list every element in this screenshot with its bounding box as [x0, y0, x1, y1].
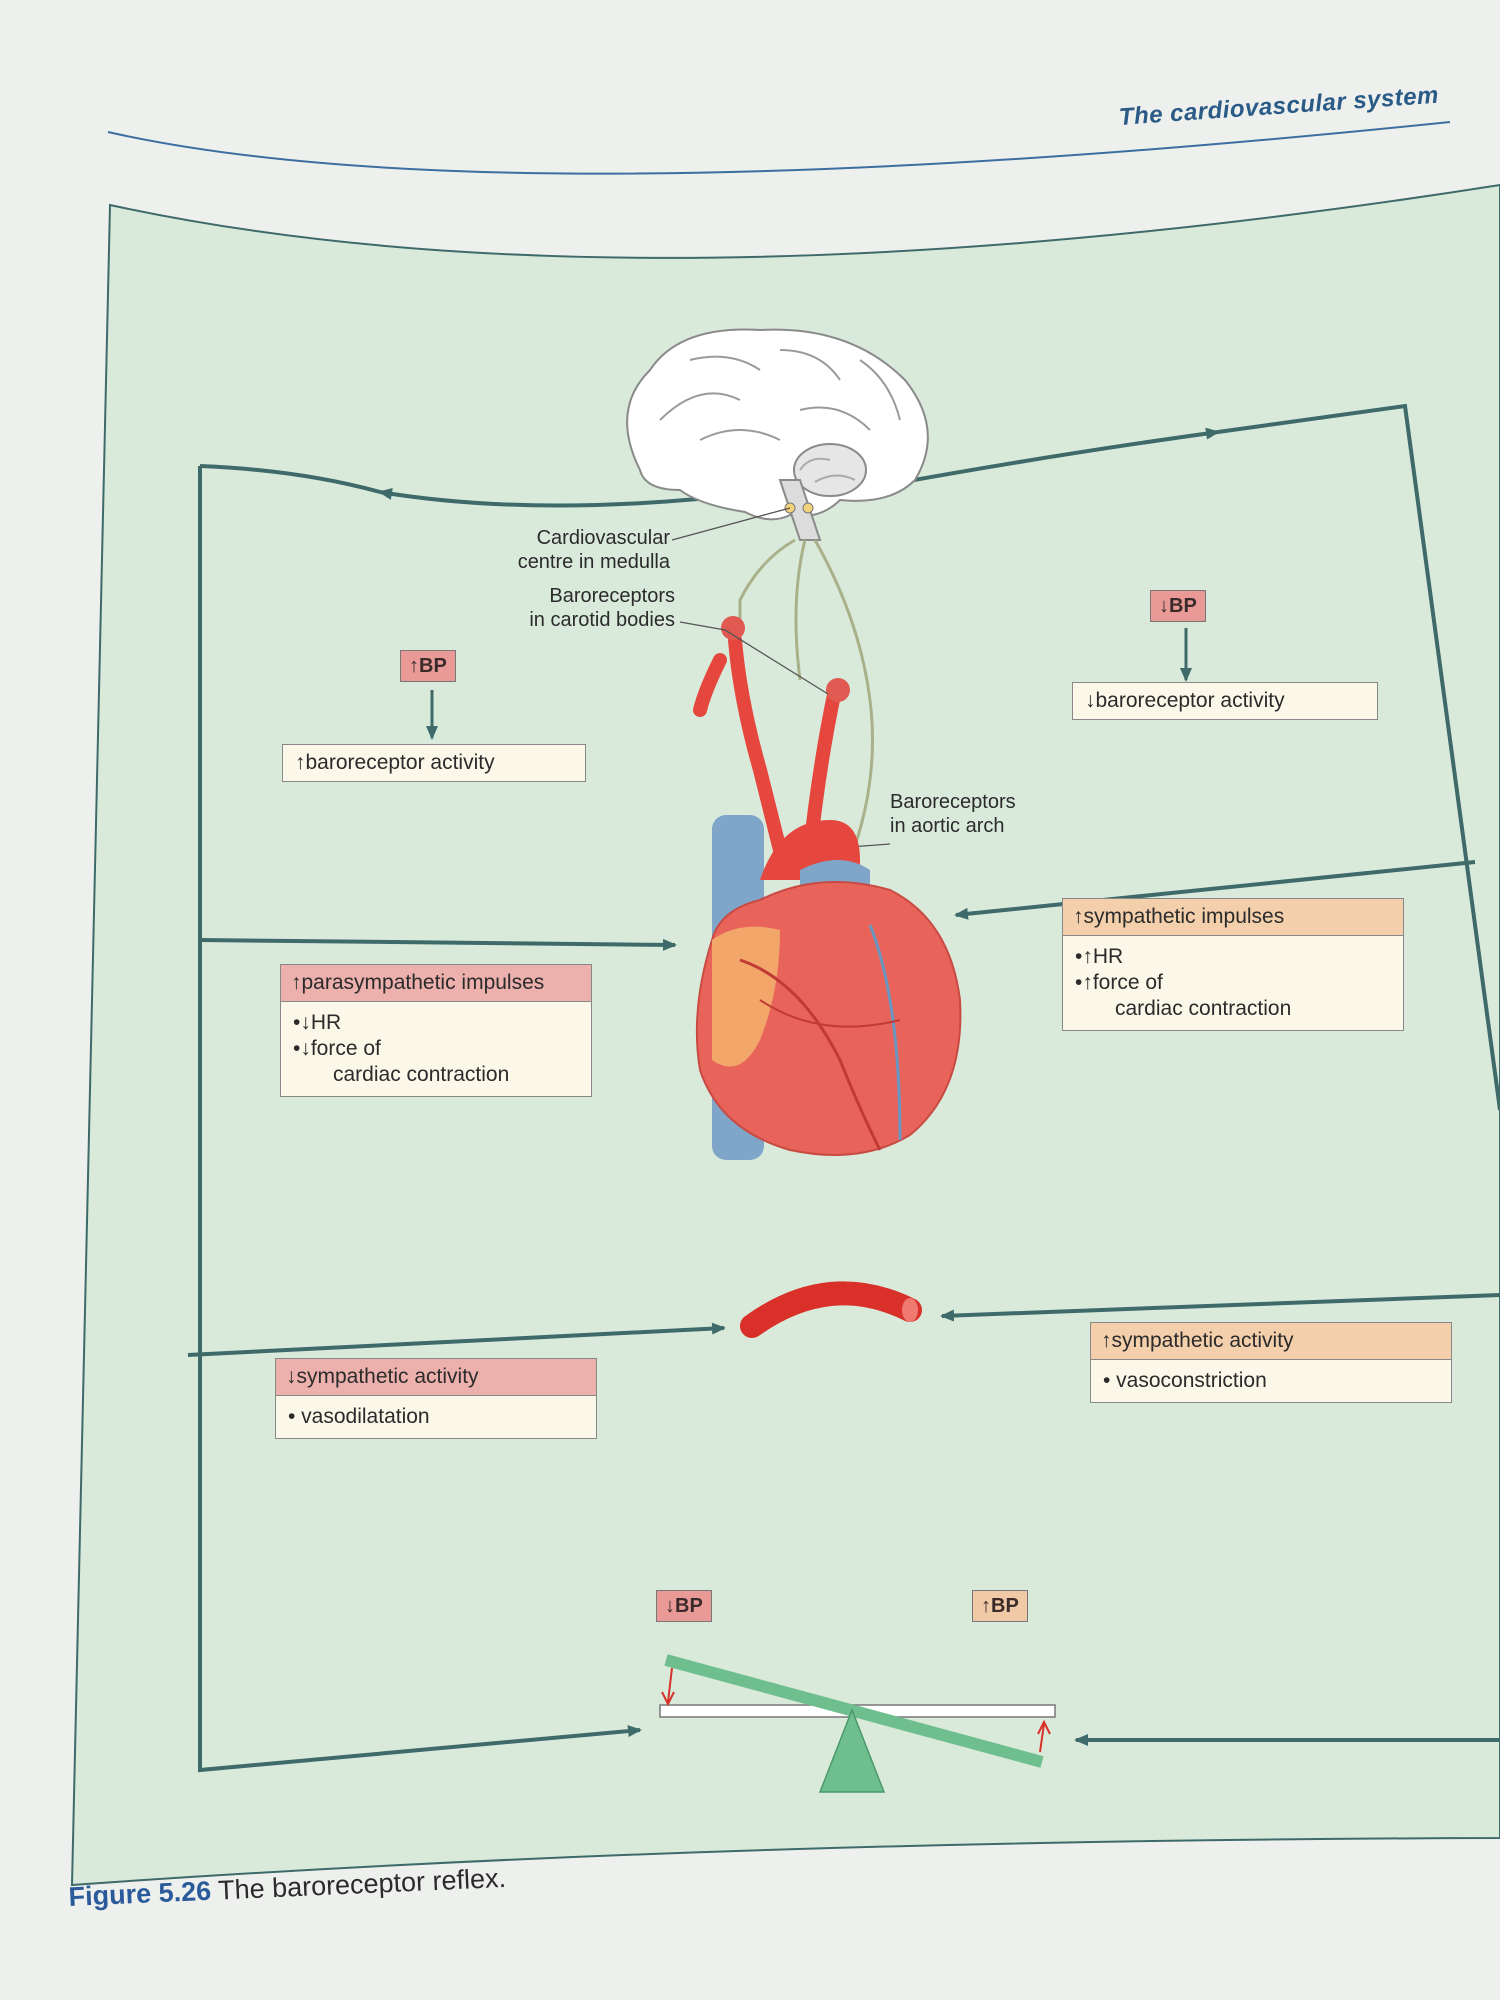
- cv-centre-label-line1: Cardiovascular: [536, 527, 670, 549]
- brain-icon: [626, 328, 929, 541]
- aortic-label-line2: in aortic arch: [890, 815, 1005, 837]
- sympathetic-impulses-item: •↑HR: [1075, 945, 1124, 968]
- carotid-label-line2: in carotid bodies: [529, 609, 675, 631]
- right-bp-tag: ↓BP: [1150, 590, 1206, 622]
- balance-low-bp-tag: ↓BP: [656, 1590, 712, 1622]
- sympathetic-impulses-item: •↑force of: [1075, 971, 1163, 994]
- figure-number: Figure 5.26: [68, 1875, 212, 1912]
- left-sympathetic-title: ↓sympathetic activity: [276, 1359, 596, 1396]
- carotid-body-left: [721, 616, 745, 640]
- balance-high-bp-tag: ↑BP: [972, 1590, 1028, 1622]
- left-sympathetic-body: • vasodilatation: [276, 1396, 596, 1438]
- aortic-label-line1: Baroreceptors: [890, 791, 1016, 813]
- heart-icon: [695, 815, 962, 1160]
- right-baroreceptor-box: ↓baroreceptor activity: [1072, 682, 1378, 720]
- carotid-label: Baroreceptors in carotid bodies: [470, 584, 675, 632]
- right-sympathetic-title: ↑sympathetic activity: [1091, 1323, 1451, 1360]
- parasympathetic-box: ↑parasympathetic impulses •↓HR •↓force o…: [280, 964, 592, 1097]
- cv-centre-label-line2: centre in medulla: [517, 551, 670, 573]
- sympathetic-impulses-body: •↑HR •↑force of cardiac contraction: [1063, 936, 1403, 1030]
- parasympathetic-body: •↓HR •↓force of cardiac contraction: [281, 1002, 591, 1096]
- right-sympathetic-item: • vasoconstriction: [1103, 1369, 1267, 1392]
- left-sympathetic-item: • vasodilatation: [288, 1405, 430, 1428]
- left-sympathetic-box: ↓sympathetic activity • vasodilatation: [275, 1358, 597, 1439]
- left-baroreceptor-box: ↑baroreceptor activity: [282, 744, 586, 782]
- sympathetic-impulses-item: cardiac contraction: [1115, 997, 1292, 1020]
- vessel-lumen: [902, 1298, 918, 1322]
- parasympathetic-item: cardiac contraction: [333, 1063, 510, 1086]
- aortic-label: Baroreceptors in aortic arch: [890, 790, 1090, 838]
- right-sympathetic-body: • vasoconstriction: [1091, 1360, 1451, 1402]
- parasympathetic-item: •↓HR: [293, 1011, 342, 1034]
- cv-centre-label: Cardiovascular centre in medulla: [470, 526, 670, 574]
- seesaw-icon: [659, 1654, 1056, 1793]
- carotid-body-right: [826, 678, 850, 702]
- parasympathetic-item: •↓force of: [293, 1037, 381, 1060]
- afferent-nerves: [738, 538, 874, 861]
- cv-centre-pointer: [671, 507, 791, 541]
- right-sympathetic-box: ↑sympathetic activity • vasoconstriction: [1090, 1322, 1452, 1403]
- sympathetic-impulses-title: ↑sympathetic impulses: [1063, 899, 1403, 936]
- blood-vessel-icon: [740, 1281, 922, 1338]
- parasympathetic-title: ↑parasympathetic impulses: [281, 965, 591, 1002]
- left-bp-tag: ↑BP: [400, 650, 456, 682]
- carotid-pointer: [679, 621, 829, 695]
- carotid-label-line1: Baroreceptors: [549, 585, 675, 607]
- sympathetic-impulses-box: ↑sympathetic impulses •↑HR •↑force of ca…: [1062, 898, 1404, 1031]
- right-feedback-loop: [869, 403, 1500, 1746]
- header-rule: [107, 121, 1451, 175]
